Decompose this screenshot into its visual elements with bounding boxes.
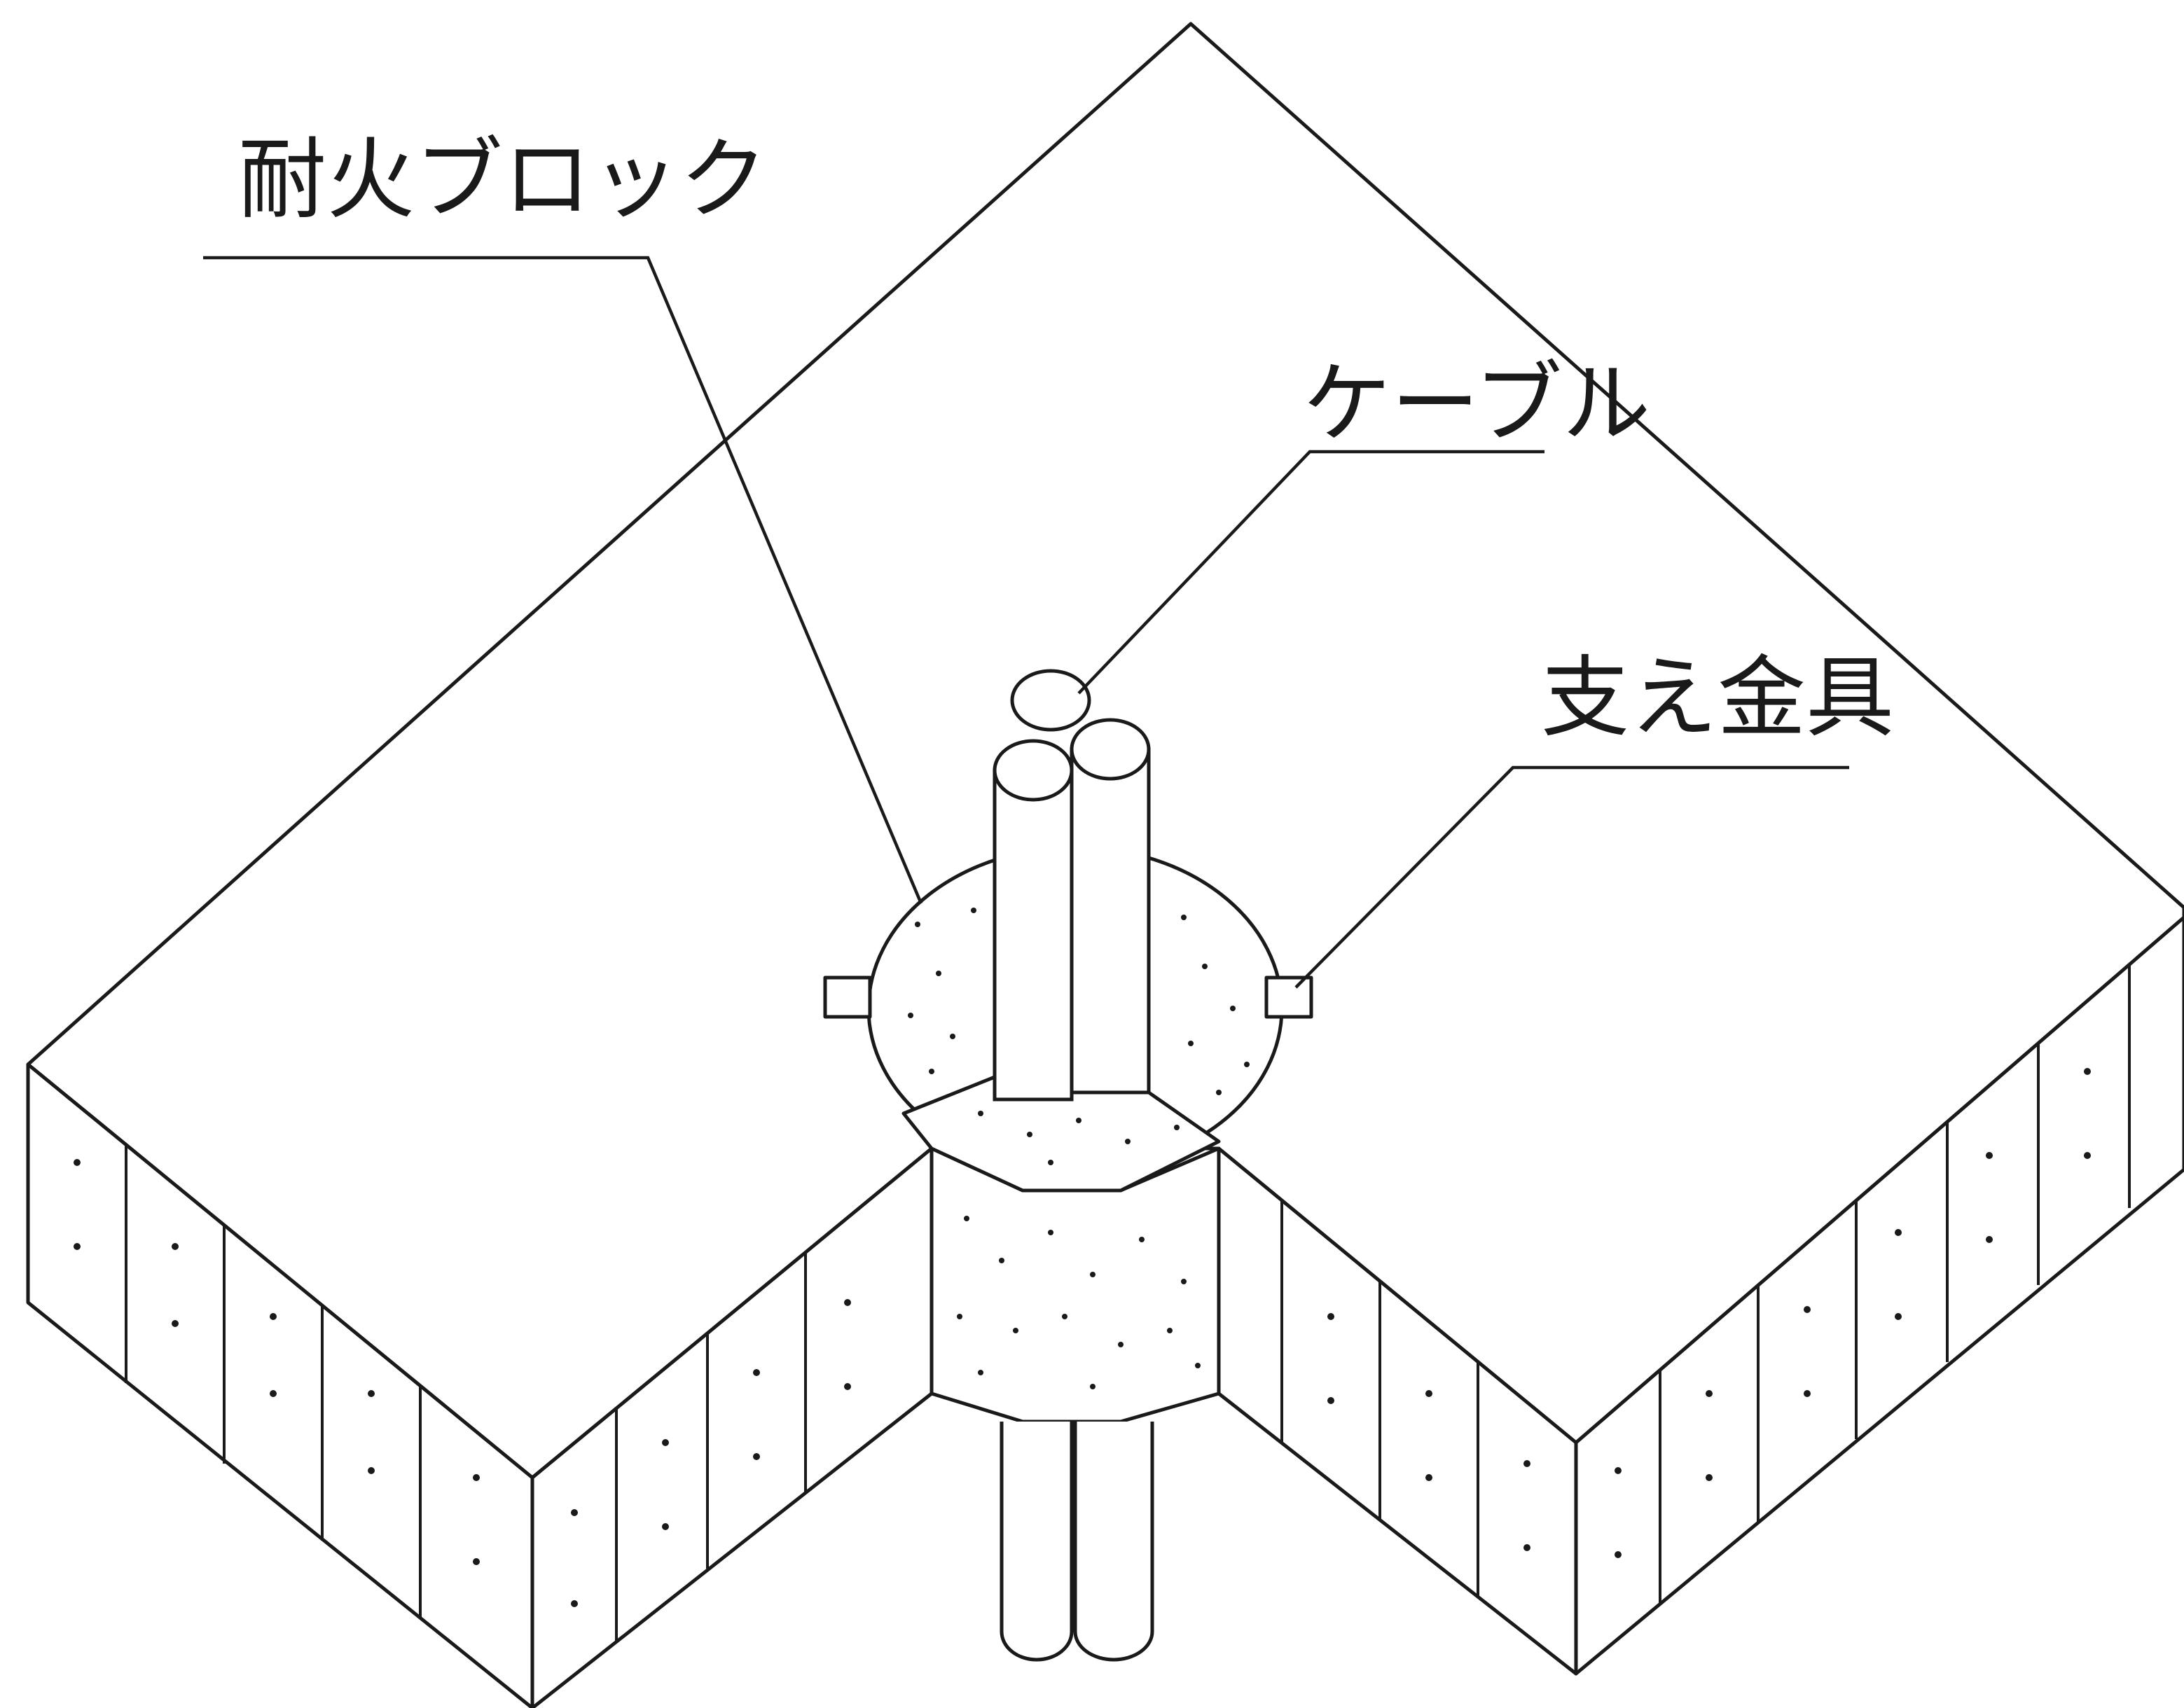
cable-right (1070, 747, 1151, 1095)
leader-cable (1077, 450, 1544, 695)
face-dots (74, 1068, 2091, 1607)
labels: 耐火ブロック ケーブル 支え金具 (238, 128, 1894, 749)
slab-right-face (1574, 915, 2184, 1676)
cable-left-top (993, 739, 1074, 802)
support-bracket-left (823, 975, 872, 1019)
support-bracket-right (1264, 975, 1313, 1019)
cable-left (993, 768, 1074, 1102)
fireproof-block (866, 845, 1284, 1424)
notch-left-panels (615, 1253, 807, 1642)
cables (993, 669, 1154, 1662)
cable-bottom-left (1000, 1422, 1074, 1662)
slab-left-face (26, 1062, 534, 1708)
cable-right-top (1070, 718, 1151, 781)
notch-right-panels (1280, 1200, 1479, 1597)
leader-support-bracket (1294, 765, 1849, 989)
label-cable: ケーブル (1303, 352, 1650, 455)
cable-bottom-right (1073, 1422, 1154, 1662)
cable-back-top (1010, 669, 1091, 732)
block-stipple (908, 908, 1250, 1389)
label-support-bracket: 支え金具 (1541, 646, 1894, 749)
left-face-panels (125, 1145, 422, 1618)
label-fireproof-block: 耐火ブロック (238, 128, 768, 231)
right-face-panels (1659, 964, 2131, 1604)
leader-fireproof-block (203, 256, 923, 904)
leader-lines (203, 256, 1849, 989)
